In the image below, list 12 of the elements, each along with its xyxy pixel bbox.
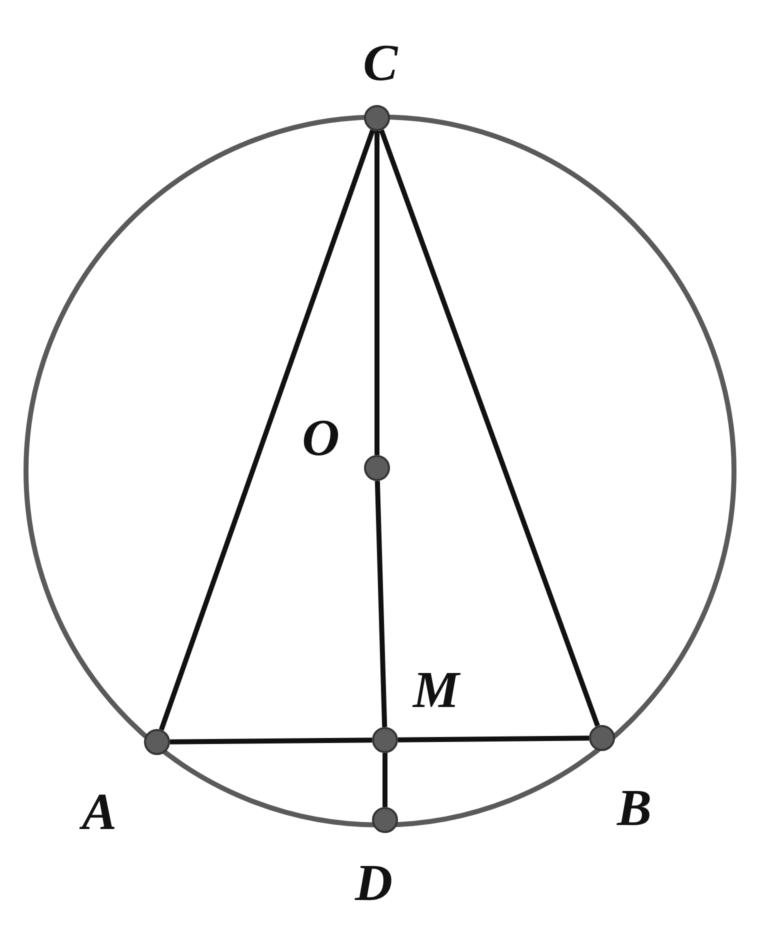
line-segment (170, 738, 372, 744)
line-segment (374, 131, 380, 455)
line-segment (382, 753, 388, 807)
line-segment (374, 480, 388, 728)
point-label: O (302, 413, 340, 465)
point-label: C (363, 38, 398, 90)
point-label: B (617, 783, 652, 835)
point-label: D (355, 858, 393, 910)
line-segment (398, 736, 590, 742)
line-segment (379, 129, 600, 727)
line-segment (158, 129, 376, 731)
point-label: M (413, 665, 460, 717)
